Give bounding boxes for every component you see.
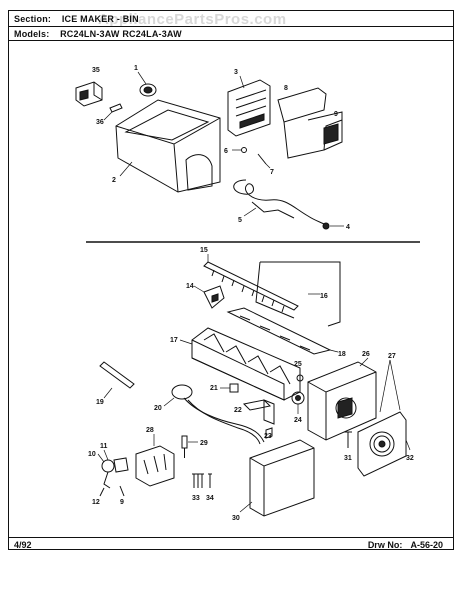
callout-4: 4	[346, 224, 350, 231]
models-value: RC24LN-3AW RC24LA-3AW	[60, 29, 182, 39]
footer-drawing-number: Drw No: A-56-20	[368, 540, 443, 550]
part-15-ejector	[203, 254, 299, 313]
callout-6: 6	[224, 148, 228, 155]
diagram-frame	[8, 10, 454, 550]
callout-33: 33	[192, 495, 200, 502]
part-20-heater	[163, 384, 265, 445]
part-12-screw	[99, 487, 105, 497]
callout-23: 23	[264, 433, 272, 440]
drawing-value: A-56-20	[410, 540, 443, 550]
part-13-rod	[99, 361, 135, 399]
drawing-label: Drw No:	[367, 540, 403, 550]
callout-32: 32	[406, 455, 414, 462]
section-label: Section:	[14, 14, 52, 24]
callout-16: 16	[320, 293, 328, 300]
callout-3: 3	[234, 69, 238, 76]
callout-12: 12	[92, 499, 100, 506]
callout-28: 28	[146, 427, 154, 434]
footer-divider	[8, 537, 454, 538]
footer-date: 4/92	[14, 540, 32, 550]
part-27-screws	[379, 359, 401, 413]
callout-2: 2	[112, 177, 116, 184]
callout-8: 8	[284, 85, 288, 92]
callout-25: 25	[294, 361, 302, 368]
part-7-screw	[257, 153, 271, 169]
part-16-cover	[255, 261, 341, 327]
part-29-fuse	[181, 435, 198, 458]
callout-9-lower: 9	[120, 499, 124, 506]
part-1-knob	[137, 71, 157, 97]
watermark-text: AppliancePartsPros.com	[98, 11, 287, 28]
callout-18: 18	[338, 351, 346, 358]
part-26-housing	[307, 357, 377, 441]
callout-20: 20	[154, 405, 162, 412]
callout-34: 34	[206, 495, 214, 502]
part-22-bracket	[242, 399, 272, 411]
part-4-valve	[322, 222, 344, 230]
part-24-gear	[291, 391, 305, 414]
callout-22: 22	[234, 407, 242, 414]
part-10-thermostat	[97, 449, 115, 489]
callout-5: 5	[238, 217, 242, 224]
part-36-screw	[103, 103, 123, 121]
models-header: Models: RC24LN-3AW RC24LA-3AW	[14, 29, 182, 39]
header-divider	[8, 26, 454, 27]
callout-27: 27	[388, 353, 396, 360]
callout-14: 14	[186, 283, 194, 290]
exploded-parts-diagram: 35 1 36 2 3 8 9 6 7 5 4 15 16 14 17 18 2…	[75, 65, 420, 522]
part-33-screws	[192, 473, 204, 488]
part-14-arm	[193, 285, 225, 309]
part-5-water-tube	[233, 179, 325, 225]
callout-11: 11	[100, 443, 108, 450]
part-25-pin	[296, 368, 304, 382]
part-21-switch	[220, 383, 239, 393]
callout-1: 1	[134, 65, 138, 72]
part-3-bracket	[227, 75, 271, 137]
callout-19: 19	[96, 399, 104, 406]
callout-7: 7	[270, 169, 274, 176]
callout-29: 29	[200, 440, 208, 447]
part-32-motor-plate	[357, 411, 411, 477]
callout-36: 36	[96, 119, 104, 126]
callout-10: 10	[88, 451, 96, 458]
part-35-bracket	[75, 81, 103, 107]
part-2-ice-bin	[115, 99, 221, 193]
part-9-screw	[113, 457, 129, 497]
callout-31: 31	[344, 455, 352, 462]
callout-15: 15	[200, 247, 208, 254]
section-header: Section: ICE MAKER - BIN	[14, 14, 139, 24]
models-label: Models:	[14, 29, 50, 39]
callout-9: 9	[334, 111, 338, 118]
part-28-module	[135, 434, 175, 487]
part-23-bracket	[263, 399, 275, 439]
part-18-stripper	[226, 307, 339, 355]
callout-17: 17	[170, 337, 178, 344]
part-30-cover-box	[239, 439, 315, 517]
callout-24: 24	[294, 417, 302, 424]
callout-21: 21	[210, 385, 218, 392]
callout-26: 26	[362, 351, 370, 358]
header-bottom-divider	[8, 40, 454, 41]
part-8-fill-cup	[277, 87, 343, 159]
part-31-screw	[344, 431, 352, 448]
section-value: ICE MAKER - BIN	[61, 14, 139, 24]
part-6-clip	[232, 147, 247, 153]
part-34-screws	[208, 473, 212, 488]
callout-30: 30	[232, 515, 240, 522]
callout-35: 35	[92, 67, 100, 74]
